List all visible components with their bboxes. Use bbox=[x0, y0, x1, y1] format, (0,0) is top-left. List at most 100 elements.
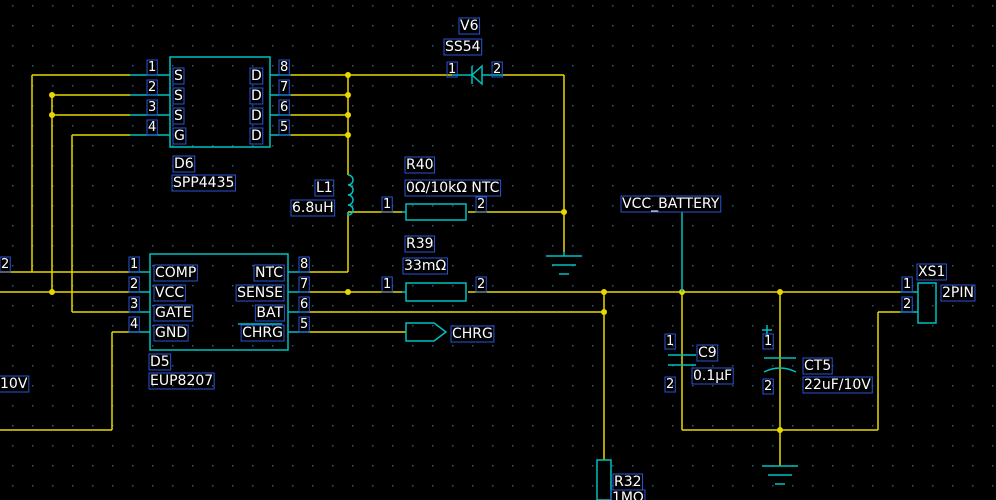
grid-dot bbox=[572, 125, 574, 127]
grid-dot bbox=[252, 325, 254, 327]
d5-pin-num: 3 bbox=[130, 297, 138, 312]
grid-dot bbox=[972, 465, 974, 467]
label-box bbox=[298, 316, 310, 333]
grid-dot bbox=[452, 305, 454, 307]
grid-dot bbox=[132, 365, 134, 367]
junction-dot bbox=[49, 112, 55, 118]
grid-dot bbox=[772, 165, 774, 167]
grid-dot bbox=[152, 405, 154, 407]
grid-dot bbox=[892, 305, 894, 307]
grid-dot bbox=[292, 365, 294, 367]
grid-dot bbox=[32, 365, 34, 367]
grid-dot bbox=[112, 205, 114, 207]
grid-dot bbox=[292, 305, 294, 307]
grid-dot bbox=[652, 5, 654, 7]
grid-dot bbox=[892, 185, 894, 187]
grid-dot bbox=[492, 445, 494, 447]
grid-dot bbox=[932, 385, 934, 387]
grid-dot bbox=[592, 105, 594, 107]
grid-dot bbox=[92, 205, 94, 207]
grid-dot bbox=[732, 85, 734, 87]
label-box bbox=[172, 127, 187, 145]
grid-dot bbox=[652, 285, 654, 287]
grid-dot bbox=[192, 285, 194, 287]
grid-dot bbox=[672, 445, 674, 447]
grid-dot bbox=[272, 65, 274, 67]
grid-dot bbox=[572, 185, 574, 187]
grid-dot bbox=[132, 185, 134, 187]
grid-dot bbox=[832, 145, 834, 147]
grid-dot bbox=[592, 25, 594, 27]
label-box bbox=[249, 127, 264, 145]
grid-dot bbox=[572, 85, 574, 87]
grid-dot bbox=[752, 165, 754, 167]
grid-dot bbox=[212, 285, 214, 287]
grid-dot bbox=[532, 45, 534, 47]
d6-pin-name: D bbox=[251, 128, 262, 144]
ct5-pin2: 2 bbox=[764, 379, 772, 394]
grid-dot bbox=[532, 185, 534, 187]
grid-dot bbox=[672, 325, 674, 327]
grid-dot bbox=[872, 85, 874, 87]
grid-dot bbox=[832, 485, 834, 487]
grid-dot bbox=[72, 445, 74, 447]
grid-dot bbox=[972, 245, 974, 247]
label-box bbox=[404, 179, 502, 197]
grid-dot bbox=[112, 25, 114, 27]
d5-pin-num: 6 bbox=[300, 297, 308, 312]
grid-dot bbox=[912, 365, 914, 367]
grid-dot bbox=[832, 105, 834, 107]
grid-dot bbox=[932, 225, 934, 227]
junction-dot bbox=[345, 289, 351, 295]
grid-dot bbox=[372, 305, 374, 307]
grid-dot bbox=[892, 105, 894, 107]
grid-dot bbox=[272, 25, 274, 27]
d6-pin-num: 4 bbox=[148, 120, 156, 135]
grid-dot bbox=[752, 205, 754, 207]
grid-dot bbox=[332, 305, 334, 307]
grid-dot bbox=[332, 345, 334, 347]
grid-dot bbox=[332, 65, 334, 67]
grid-dot bbox=[732, 225, 734, 227]
grid-dot bbox=[332, 105, 334, 107]
grid-dot bbox=[92, 45, 94, 47]
grid-dot bbox=[812, 285, 814, 287]
grid-dot bbox=[232, 145, 234, 147]
grid-dot bbox=[152, 165, 154, 167]
grid-dot bbox=[972, 445, 974, 447]
grid-dot bbox=[632, 245, 634, 247]
label-box bbox=[404, 156, 436, 174]
grid-dot bbox=[292, 225, 294, 227]
grid-dot bbox=[112, 145, 114, 147]
grid-dot bbox=[612, 365, 614, 367]
grid-dot bbox=[112, 465, 114, 467]
grid-dot bbox=[232, 165, 234, 167]
grid-dot bbox=[552, 405, 554, 407]
grid-dot bbox=[52, 45, 54, 47]
grid-dot bbox=[732, 365, 734, 367]
grid-dot bbox=[512, 365, 514, 367]
d5-pin-name: BAT bbox=[256, 305, 283, 321]
grid-dot bbox=[92, 85, 94, 87]
grid-dot bbox=[792, 265, 794, 267]
grid-dot bbox=[952, 465, 954, 467]
grid-dot bbox=[192, 445, 194, 447]
grid-dot bbox=[412, 85, 414, 87]
r40-pin2: 2 bbox=[477, 197, 485, 212]
grid-dot bbox=[352, 445, 354, 447]
grid-dot bbox=[372, 245, 374, 247]
grid-dot bbox=[652, 325, 654, 327]
wires bbox=[0, 74, 900, 466]
grid-dot bbox=[292, 485, 294, 487]
c9-pin1: 1 bbox=[666, 334, 674, 349]
grid-dot bbox=[412, 345, 414, 347]
grid-dot bbox=[832, 285, 834, 287]
grid-dot bbox=[292, 165, 294, 167]
grid-dot bbox=[372, 265, 374, 267]
grid-dot bbox=[512, 125, 514, 127]
c9-pin2: 2 bbox=[666, 377, 674, 392]
grid-dot bbox=[732, 125, 734, 127]
grid-dot bbox=[952, 245, 954, 247]
grid-dot bbox=[592, 485, 594, 487]
grid-dot bbox=[512, 25, 514, 27]
